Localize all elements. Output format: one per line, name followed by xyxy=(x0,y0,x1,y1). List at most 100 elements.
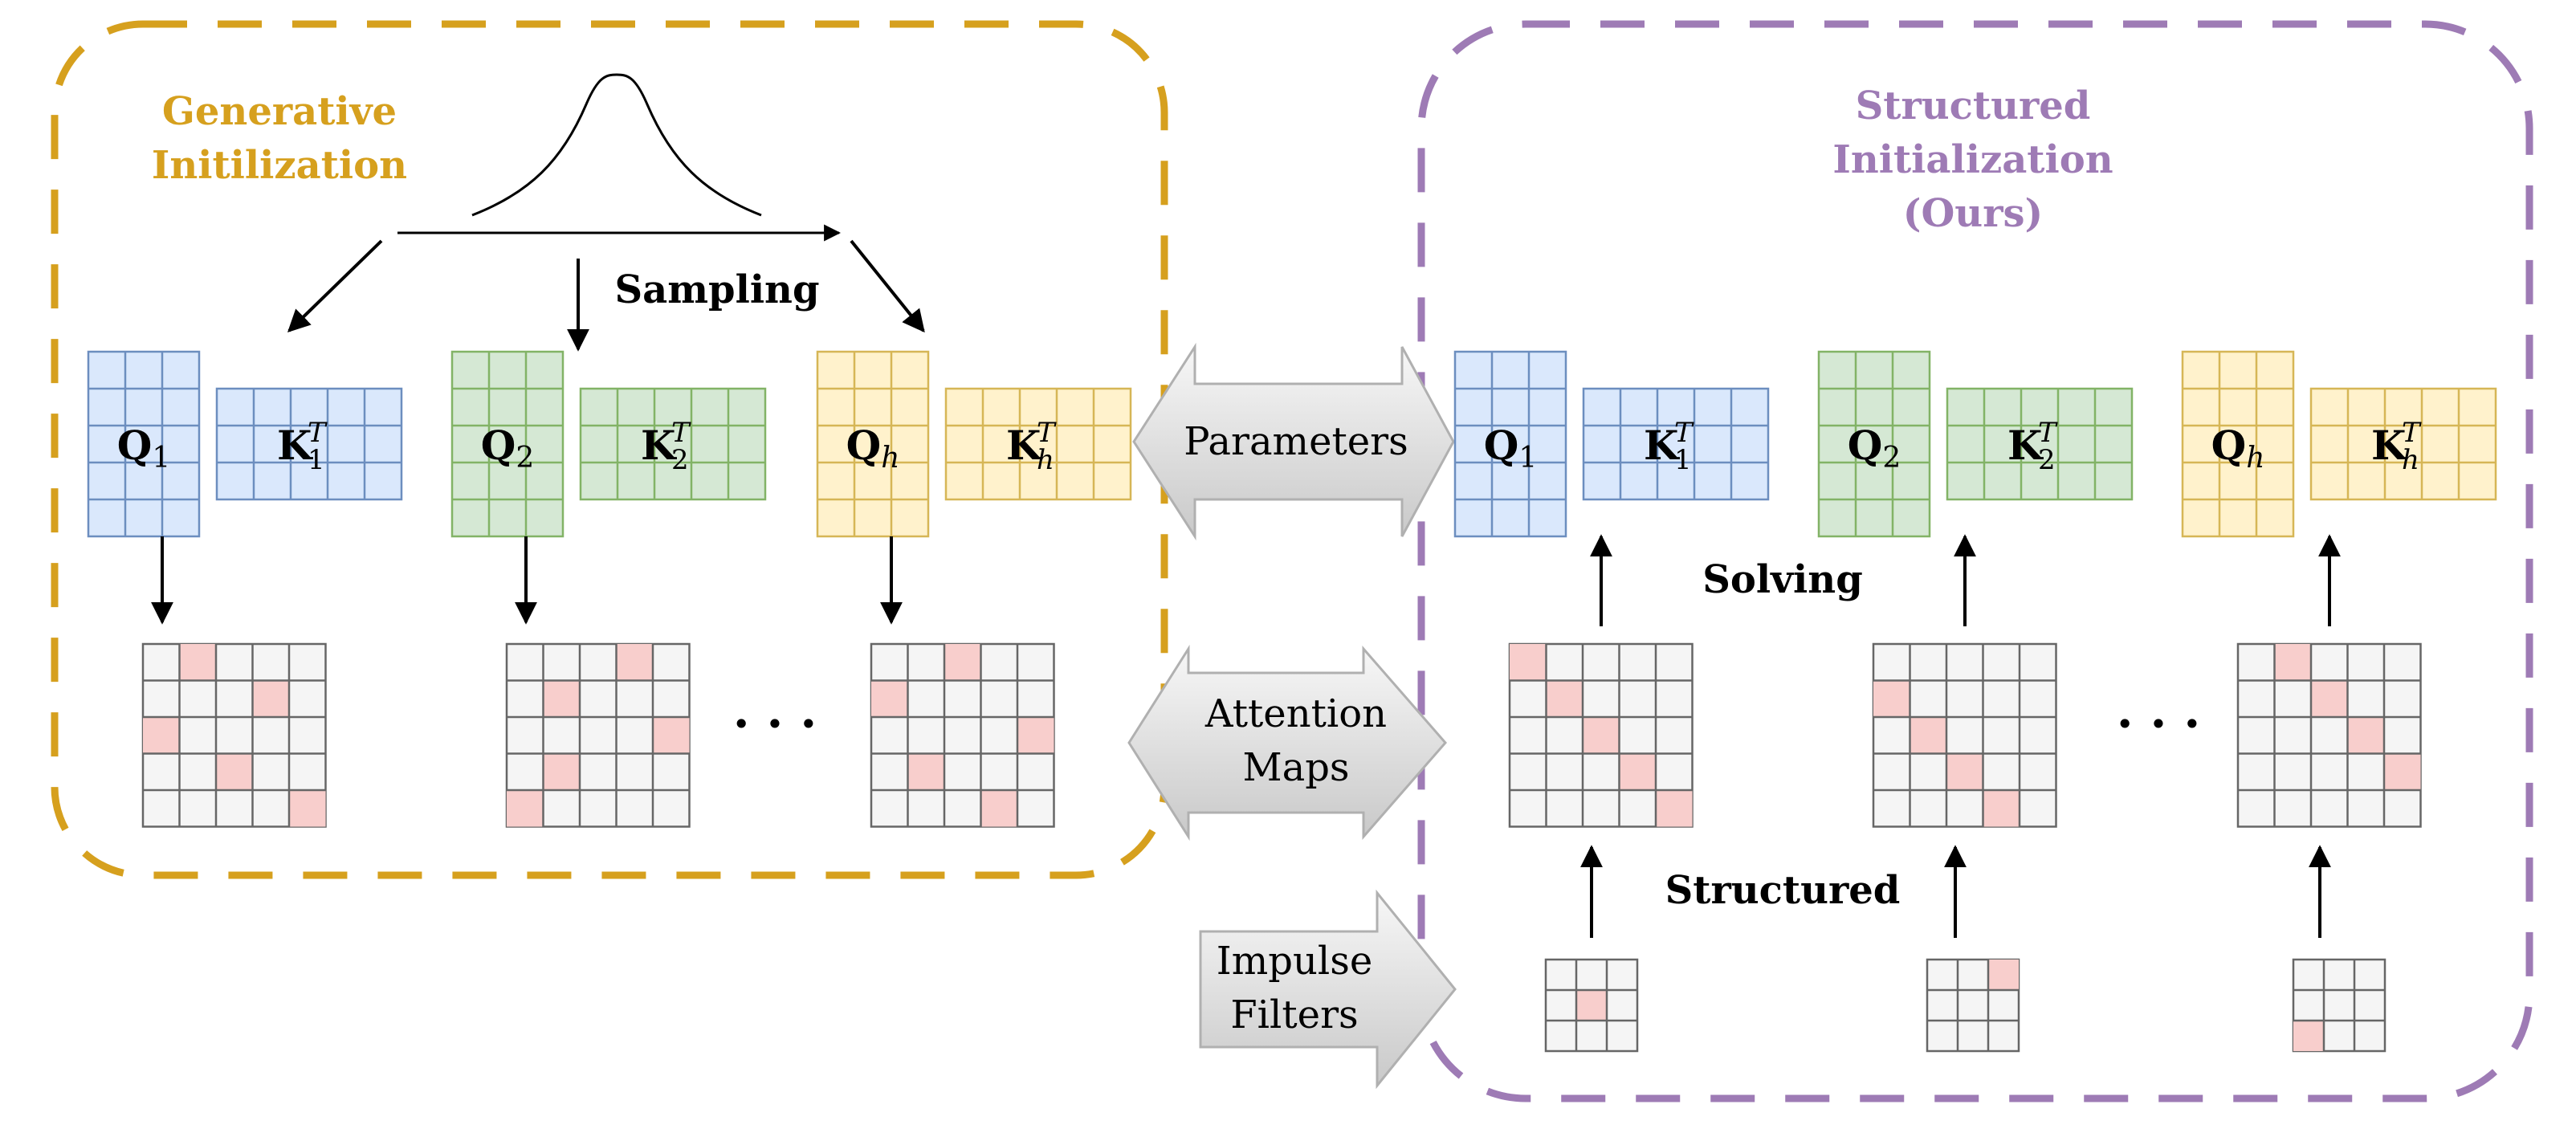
structured-title-line2: Initialization xyxy=(1832,137,2113,182)
structured-title-line1: Structured xyxy=(1856,84,2091,128)
impulse-filters-arrow xyxy=(1199,889,1457,1090)
generative-attention-map-2-highlight-cell xyxy=(507,790,544,827)
q-subscript: h xyxy=(881,442,899,475)
generative-attention-map-1-highlight-cell xyxy=(289,790,326,827)
k-superscript: T xyxy=(671,417,691,449)
parameters-label: Parameters xyxy=(1184,419,1408,464)
generative-attention-map-3-highlight-cell xyxy=(907,753,944,790)
generative-head-1-kt-matrix xyxy=(215,387,403,501)
parameters-double-arrow xyxy=(1132,342,1455,541)
structured-impulse-filter-1-highlight-cell xyxy=(1576,990,1607,1021)
structured-attention-map-3 xyxy=(2236,642,2422,828)
generative-attention-map-1-highlight-cell xyxy=(252,680,289,717)
generative-panel-border xyxy=(51,20,1168,879)
k-superscript: T xyxy=(2038,417,2058,449)
generative-attention-map-3-highlight-cell xyxy=(944,644,981,681)
sampling-label: Sampling xyxy=(614,267,819,312)
generative-attention-map-1-highlight-cell xyxy=(216,753,253,790)
k-base: K xyxy=(641,422,677,469)
generative-attention-map-2-highlight-cell xyxy=(653,717,690,754)
q-base: Q xyxy=(117,422,153,469)
structured-attention-map-3-highlight-cell xyxy=(2347,717,2384,754)
generative-attention-map-1-highlight-cell xyxy=(179,644,216,681)
structured-head-3-kt-matrix xyxy=(2309,387,2497,501)
structured-attention-map-3-highlight-cell xyxy=(2384,753,2421,790)
generative-title-line2: Initilization xyxy=(152,143,407,188)
k-subscript: 1 xyxy=(1674,444,1692,476)
generative-attention-map-2-highlight-cell xyxy=(543,753,580,790)
structured-head-1-q-label: Q1 xyxy=(1484,422,1537,475)
k-superscript: T xyxy=(2402,417,2422,449)
attention-maps-label-line2: Maps xyxy=(1242,745,1349,790)
impulse-filters-label-line2: Filters xyxy=(1230,992,1358,1037)
sampling-arrow-1 xyxy=(287,239,383,332)
left-ellipsis: · · · xyxy=(733,696,817,752)
q-base: Q xyxy=(1848,422,1883,469)
generative-attention-map-3-highlight-cell xyxy=(871,680,908,717)
generative-attention-map-3-highlight-cell xyxy=(1017,717,1054,754)
k-subscript: 1 xyxy=(308,444,325,476)
q-subscript: 1 xyxy=(1518,442,1537,475)
k-subscript: 2 xyxy=(671,444,689,476)
k-superscript: T xyxy=(308,417,328,449)
structured-attention-map-2-highlight-cell xyxy=(1873,680,1910,717)
structured-label: Structured xyxy=(1665,868,1901,913)
generative-attention-map-2-highlight-cell xyxy=(543,680,580,717)
structured-head-3-q-label: Qh xyxy=(2211,422,2265,475)
structured-attention-map-1-highlight-cell xyxy=(1619,753,1656,790)
attention-maps-double-arrow xyxy=(1127,644,1447,842)
q-base: Q xyxy=(846,422,882,469)
structured-attention-map-3-highlight-cell xyxy=(2274,644,2311,681)
k-base: K xyxy=(2007,422,2044,469)
generative-head-3-q-matrix xyxy=(816,350,930,538)
structured-attention-map-2-highlight-cell xyxy=(1946,753,1983,790)
structured-panel-border xyxy=(1417,20,2533,1102)
q-base: Q xyxy=(481,422,516,469)
generative-title-line1: Generative xyxy=(162,89,397,134)
generative-attention-map-1-highlight-cell xyxy=(143,717,180,754)
sampling-arrow-3 xyxy=(850,239,925,333)
solving-label: Solving xyxy=(1702,557,1863,602)
structured-head-2-q-matrix xyxy=(1817,350,1931,538)
structured-head-2-kt-matrix xyxy=(1946,387,2134,501)
generative-head-1-q-label: Q1 xyxy=(117,422,170,475)
k-superscript: T xyxy=(1674,417,1694,449)
structured-attention-map-1-highlight-cell xyxy=(1583,717,1620,754)
k-subscript: h xyxy=(2402,444,2419,476)
k-base: K xyxy=(1006,422,1042,469)
q-subscript: 2 xyxy=(516,442,534,475)
generative-attention-map-2-highlight-cell xyxy=(616,644,653,681)
generative-head-3-q-label: Qh xyxy=(846,422,900,475)
q-subscript: h xyxy=(2246,442,2264,475)
k-base: K xyxy=(277,422,313,469)
k-superscript: T xyxy=(1037,417,1057,449)
structured-title-line3: (Ours) xyxy=(1903,191,2043,236)
structured-head-1-kt-matrix xyxy=(1582,387,1770,501)
structured-attention-map-2-highlight-cell xyxy=(1910,717,1946,754)
structured-attention-map-3-highlight-cell xyxy=(2311,680,2348,717)
impulse-filters-label-line1: Impulse xyxy=(1217,939,1373,984)
structured-head-2-q-label: Q2 xyxy=(1848,422,1901,475)
structured-impulse-filter-3-highlight-cell xyxy=(2293,1021,2324,1051)
generative-head-1-q-matrix xyxy=(87,350,201,538)
k-base: K xyxy=(1644,422,1680,469)
structured-attention-map-2 xyxy=(1872,642,2057,828)
generative-head-2-q-matrix xyxy=(450,350,565,538)
structured-head-1-q-matrix xyxy=(1453,350,1567,538)
generative-head-2-kt-matrix xyxy=(579,387,767,501)
q-subscript: 2 xyxy=(1882,442,1901,475)
gaussian-distribution-curve xyxy=(471,73,762,217)
structured-impulse-filter-2-highlight-cell xyxy=(1988,960,2019,990)
structured-attention-map-1-highlight-cell xyxy=(1656,790,1693,827)
q-subscript: 1 xyxy=(152,442,170,475)
k-subscript: h xyxy=(1037,444,1054,476)
structured-attention-map-2-highlight-cell xyxy=(1983,790,2020,827)
generative-head-2-q-label: Q2 xyxy=(481,422,534,475)
